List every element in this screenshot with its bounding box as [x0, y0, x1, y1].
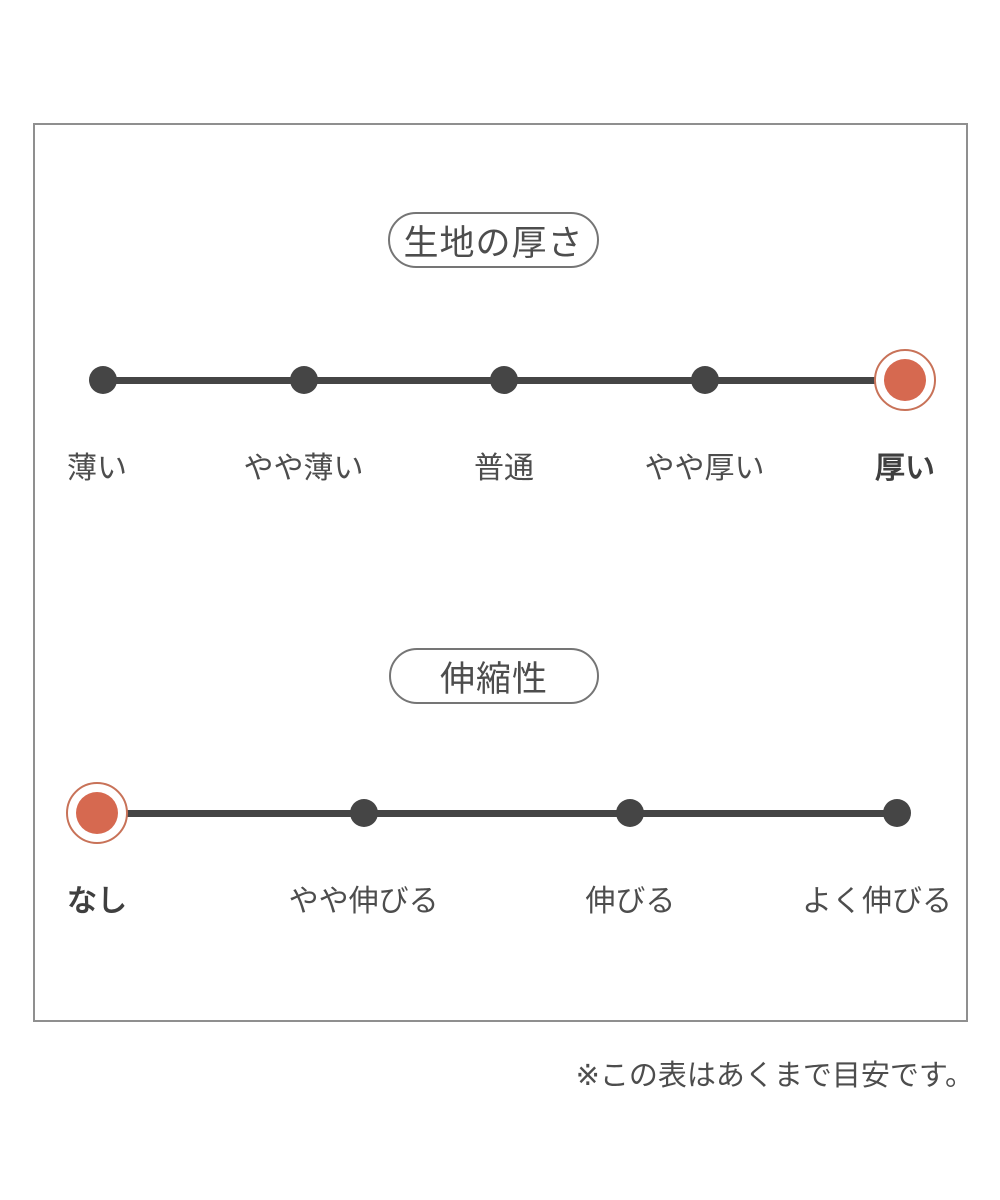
scale-label: なし [67, 885, 127, 918]
stretch-scale-track: なし やや伸びる 伸びる よく伸びる [66, 782, 952, 918]
scale-label: やや薄い [243, 452, 364, 485]
scale-dot [349, 799, 378, 827]
scale-line [97, 809, 897, 817]
scale-dot [89, 366, 117, 394]
scale-label: やや厚い [644, 452, 765, 485]
footer-note: ※この表はあくまで目安です。 [575, 1060, 974, 1092]
scale-label: 厚い [875, 452, 935, 485]
scale-dot [616, 799, 645, 827]
stretch-title-pill: 伸縮性 [389, 648, 599, 704]
thickness-scale-track: 薄い やや薄い 普通 やや厚い 厚い [67, 349, 936, 485]
scale-selected-dot [76, 792, 118, 834]
scale-selected-dot [884, 359, 926, 401]
scale-label: やや伸びる [288, 885, 439, 918]
thickness-title-pill: 生地の厚さ [388, 212, 599, 268]
scale-dot [690, 366, 719, 394]
scale-label: 伸びる [585, 885, 676, 918]
scale-dot [289, 366, 318, 394]
scale-dot [490, 366, 518, 394]
scale-label: よく伸びる [802, 885, 952, 918]
scale-dot [883, 799, 911, 827]
stretch-title: 伸縮性 [439, 659, 548, 699]
scale-label: 薄い [67, 452, 127, 485]
fabric-guide-box [33, 123, 968, 1022]
thickness-title: 生地の厚さ [403, 223, 584, 263]
scale-label: 普通 [474, 452, 534, 485]
